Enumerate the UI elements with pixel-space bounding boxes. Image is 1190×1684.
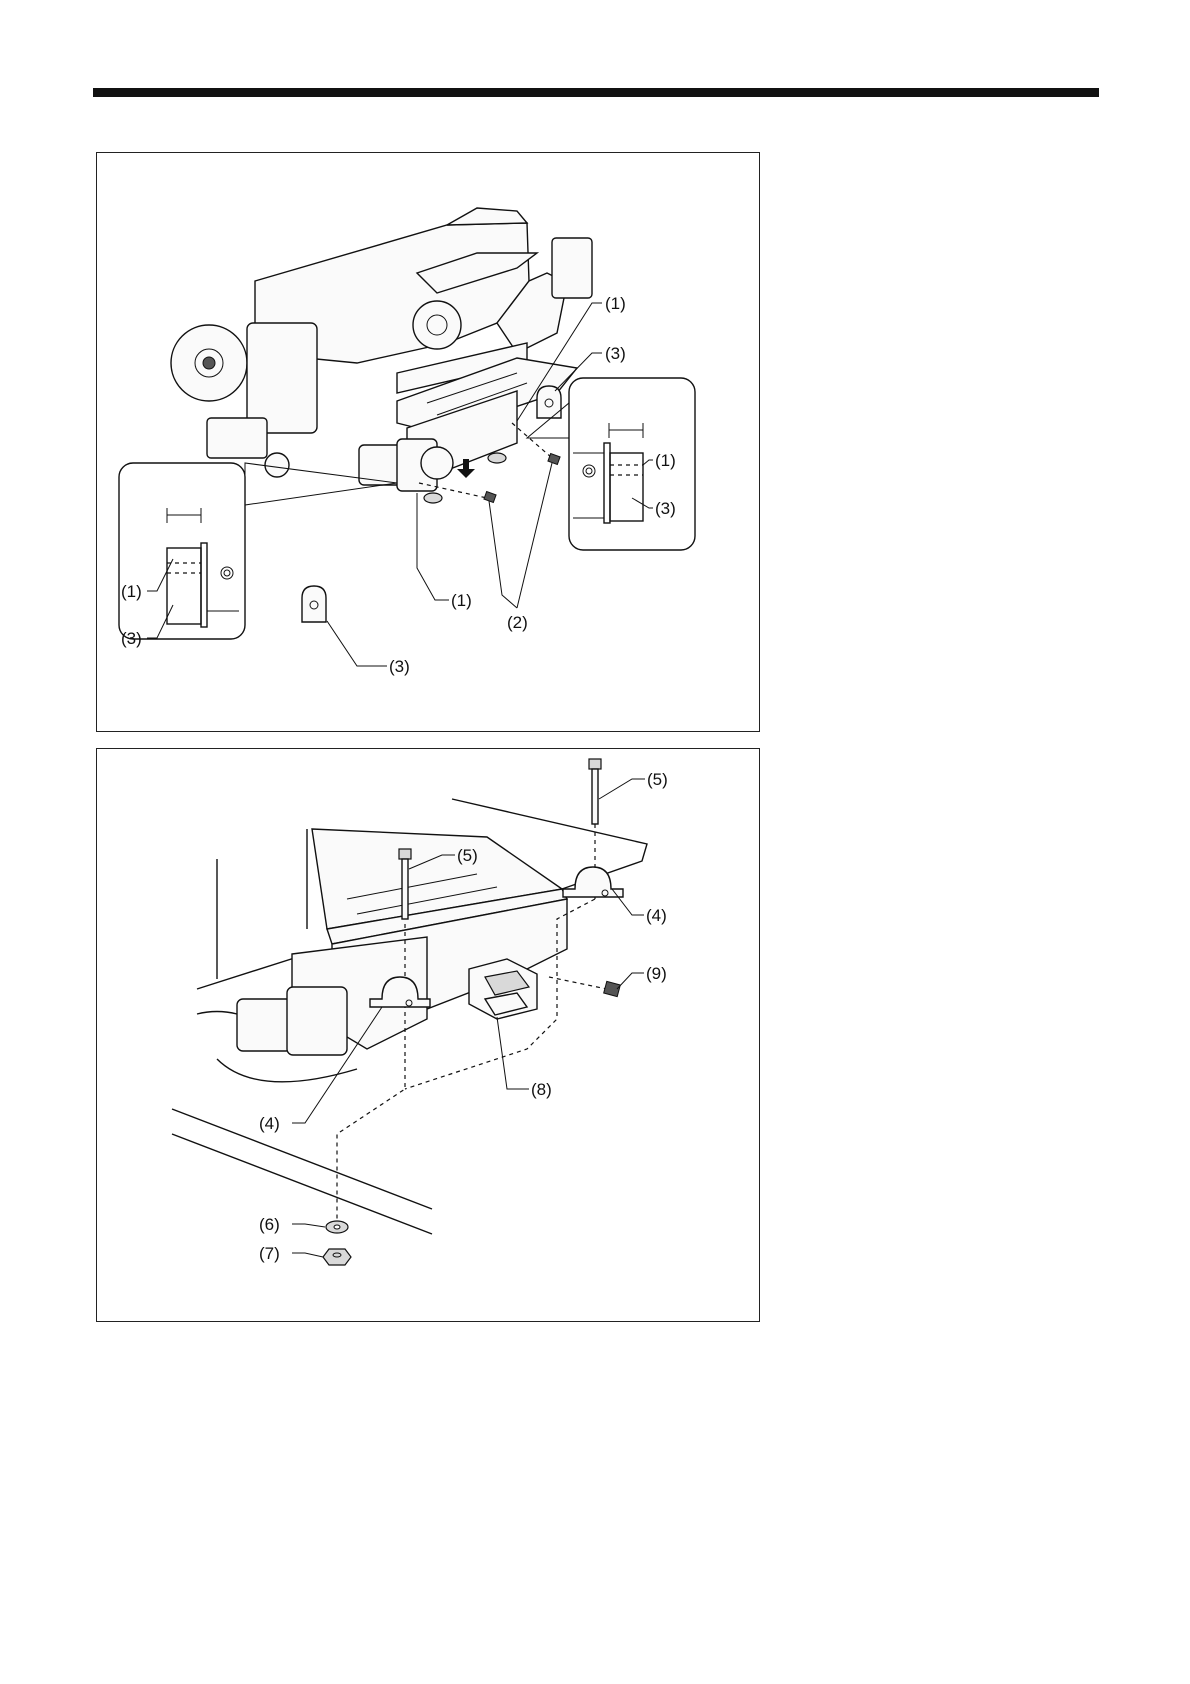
- callout-stopper-top: (1): [605, 294, 626, 313]
- washer: [326, 1221, 348, 1233]
- callout-washer: (6): [259, 1215, 280, 1234]
- callout-stopper-front: (1): [451, 591, 472, 610]
- callout-inset-right-stopper: (1): [655, 451, 676, 470]
- detail-inset-left: [119, 463, 397, 639]
- callout-screw: (9): [646, 964, 667, 983]
- callout-screws: (2): [507, 613, 528, 632]
- callout-bracket: (8): [531, 1080, 552, 1099]
- figure-1-stopper-installation: (1) (3) (1) (3) (1) (3) (1) (2) (3): [96, 152, 760, 732]
- screw: [549, 977, 620, 997]
- callout-inset-left-stopper: (1): [121, 582, 142, 601]
- callout-nut: (7): [259, 1244, 280, 1263]
- figure-2-bracket-installation: (5) (5) (4) (9) (8) (4) (6) (7): [96, 748, 760, 1322]
- cushion-rubber-bottom: [302, 586, 326, 622]
- callout-bolt-left: (5): [457, 846, 478, 865]
- callout-inset-left-cushion: (3): [121, 629, 142, 648]
- callout-inset-right-cushion: (3): [655, 499, 676, 518]
- callout-bolt-right: (5): [647, 770, 668, 789]
- pulse-motor: [359, 439, 453, 491]
- figure-2-illustration: (5) (5) (4) (9) (8) (4) (6) (7): [97, 749, 761, 1323]
- pulse-motor: [197, 987, 357, 1082]
- nut: [323, 1249, 351, 1265]
- figure-1-illustration: (1) (3) (1) (3) (1) (3) (1) (2) (3): [97, 153, 761, 733]
- callout-cushion-bottom: (3): [389, 657, 410, 676]
- callout-clamp-right: (4): [646, 906, 667, 925]
- header-rule: [93, 88, 1099, 97]
- callout-cushion-top: (3): [605, 344, 626, 363]
- callout-clamp-left: (4): [259, 1114, 280, 1133]
